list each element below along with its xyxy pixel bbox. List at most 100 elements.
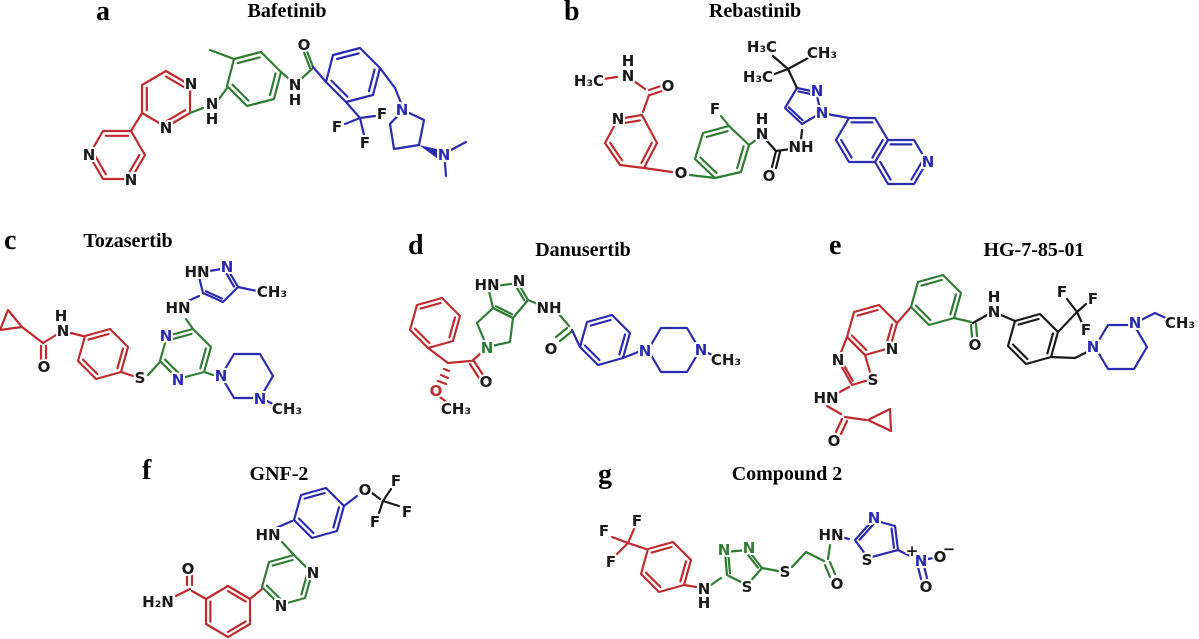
atom-label: N [868,509,881,527]
atom-label: H [289,91,302,109]
atom-label: O [969,336,982,354]
panel-letter-f: f [142,455,152,486]
atom-label: O [359,481,372,499]
atom-label: H₃C [574,72,604,90]
atom-label: H [988,288,1001,306]
double-bond-line [871,138,884,159]
atom-label: HN [818,526,843,544]
atom-label: N [275,597,288,615]
atom-label: N [811,82,824,100]
double-bond-line [87,332,110,341]
atom-label: O [934,548,947,566]
panel-title-tozasertib: Tozasertib [83,230,173,252]
atom-label: F [1081,321,1091,339]
double-bond-line [879,160,892,181]
double-bond-line [745,552,760,569]
atom-label: CH₃ [711,351,741,369]
double-bond-line [609,141,624,162]
atom-label: N [57,322,70,340]
double-bond-line [885,323,894,346]
double-bond-line [583,344,601,362]
atom-label: F [606,553,616,571]
hg-7-85-01-bonds [825,273,1172,436]
atom-label: CH₃ [257,283,287,301]
atom-label: O [662,77,675,95]
atom-label: N [289,76,302,94]
atom-label: O [920,578,933,596]
atom-label: O [831,575,844,593]
atom-label: F [632,512,642,530]
panel-letter-b: b [564,0,580,27]
rebastinib-bonds [601,54,929,186]
double-bond-line [736,145,745,170]
double-bond-line [699,156,718,174]
panel-title-rebastinib: Rebastinib [708,0,802,22]
double-bond-line [332,506,341,529]
double-bond-line [413,327,431,345]
atom-label: O [182,560,195,578]
atom-label: N [396,101,409,119]
double-bond-line [268,72,277,97]
atom-label: HN [813,389,838,407]
double-bond-line [589,318,612,327]
double-bond-line [797,90,815,96]
atom-label: N [756,125,769,143]
panel-title-compound-2: Compound 2 [731,463,843,485]
atom-label: HN [184,263,209,281]
atom-label: N [221,258,234,276]
atom-label: F [599,522,609,540]
atom-label: S [742,578,753,596]
atom-label: H [55,307,68,325]
atom-label: F [391,472,401,490]
atom-label: N [612,110,625,128]
double-bond-line [116,347,125,370]
atom-label: N [915,552,928,570]
double-bond-line [949,293,958,316]
double-bond-line [858,522,876,541]
double-bond-line [204,290,224,300]
atom-label: N [83,146,96,164]
double-bond-line [910,160,923,181]
atom-label: N [206,95,219,113]
atom-label: CH₃ [807,44,837,62]
panel-letter-g: g [598,459,612,490]
atom-label: H₃C [747,38,777,56]
panel-letter-c: c [4,225,17,256]
atom-label: N [639,342,652,360]
double-bond-line [231,83,250,102]
atom-label: H [622,52,635,70]
double-bond-line [265,584,283,602]
atom-label: + [906,542,919,560]
double-bond-line [367,68,376,93]
atom-label: O [430,382,443,400]
atom-label: H₂N [142,593,174,611]
atom-label: S [135,369,146,387]
atom-label: F [402,503,412,521]
panel-letter-e: e [829,230,842,261]
atom-label: F [360,134,370,152]
atom-label: F [370,513,380,531]
atom-label: N [816,104,829,122]
atom-label: CH₃ [441,400,471,418]
double-bond-line [1046,332,1055,355]
compound-2-bonds [610,518,935,594]
atom-label: O [480,373,493,391]
atom-label: S [862,551,873,569]
atom-label: O [828,432,841,450]
double-bond-line [448,316,457,339]
tozasertib-bonds [0,266,279,408]
double-bond-line [236,56,261,65]
double-bond-line [93,153,107,176]
atom-label: O [38,358,51,376]
atom-label: F [710,100,720,118]
double-bond-line [1017,317,1040,326]
gnf-2-bonds [174,486,401,639]
double-bond-line [890,527,896,549]
double-bond-line [914,304,932,322]
atom-label: S [780,563,791,581]
double-bond-line [650,545,673,554]
